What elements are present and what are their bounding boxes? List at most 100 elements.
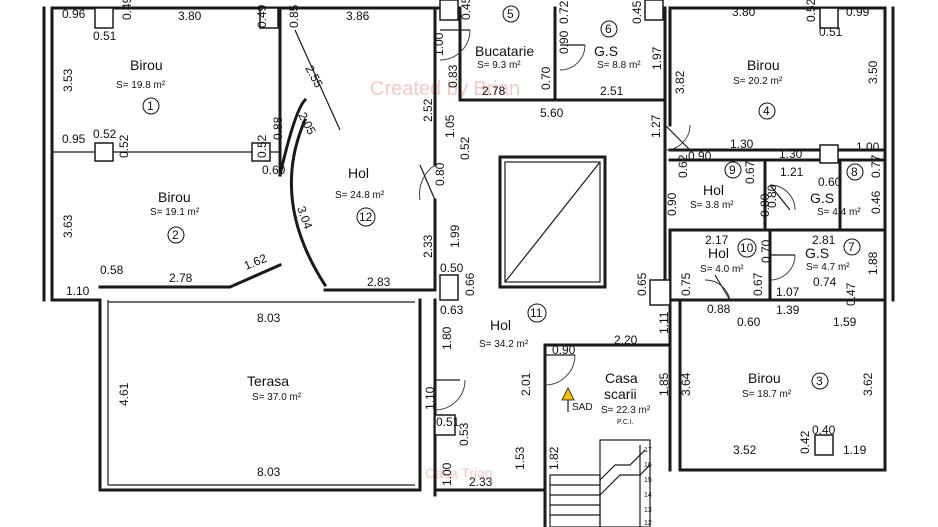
dimension-label: 0.51 xyxy=(436,415,460,429)
room-number: 7 xyxy=(848,240,855,254)
room-area: S= 3.8 m² xyxy=(690,200,734,211)
dimension-label: 1.53 xyxy=(513,446,527,470)
dimension-label: 3.82 xyxy=(673,70,687,94)
dimension-label: 1.97 xyxy=(650,46,664,70)
dimension-label: 3.80 xyxy=(178,9,202,23)
dimension-label: 0.99 xyxy=(846,5,870,19)
dimension-label: 1.82 xyxy=(547,446,561,470)
pillars xyxy=(94,0,839,456)
room-area: S= 22.3 m² xyxy=(601,405,651,416)
dimension-label: 0.80 xyxy=(433,162,447,186)
dimension-label: 1.05 xyxy=(443,114,457,138)
room-area: S= 34.2 m² xyxy=(479,339,529,350)
room-number: 9 xyxy=(729,163,736,177)
dimension-label: 2.52 xyxy=(421,98,435,122)
dimension-label: 2.81 xyxy=(812,233,836,247)
dimension-label: 3.64 xyxy=(679,372,693,396)
room-area: S= 4.0 m² xyxy=(700,264,744,275)
dimension-label: 0.74 xyxy=(813,275,837,289)
room-number: 10 xyxy=(740,241,754,255)
dimension-label: 0.95 xyxy=(62,132,86,146)
stair-step-number: 16 xyxy=(644,462,652,469)
dimension-label: 0.88 xyxy=(707,302,731,316)
dimension-label: 0.80 xyxy=(765,184,779,208)
room-name: scarii xyxy=(604,386,637,402)
room-number: 5 xyxy=(507,7,514,21)
dimension-label: 0.45 xyxy=(459,0,473,20)
dimension-label: 0.60 xyxy=(262,163,286,177)
room-name: Hol xyxy=(348,165,369,181)
dimensions: 0.96 0.49 3.80 0.49 0.85 3.86 0.45 0.72 … xyxy=(61,0,883,489)
dimension-label: 0.46 xyxy=(869,190,883,214)
dimension-label: 0.70 xyxy=(759,239,773,263)
room-area: S= 4.7 m² xyxy=(806,262,850,273)
dimension-label: 0.40 xyxy=(812,423,836,437)
stair-step-number: 12 xyxy=(644,520,652,527)
dimension-label: 3.52 xyxy=(733,443,757,457)
room-name: G.S xyxy=(594,43,618,59)
walls xyxy=(42,6,895,527)
dimension-label: 3.53 xyxy=(61,68,75,92)
dimension-label: 1.39 xyxy=(776,303,800,317)
room-name: Terasa xyxy=(247,373,289,389)
dimension-label: 0.75 xyxy=(679,272,693,296)
dimension-label: 2.01 xyxy=(519,372,533,396)
dimension-label: 1.88 xyxy=(866,251,880,275)
dimension-label: 0.51 xyxy=(819,25,843,39)
dimension-label: 0.52 xyxy=(804,0,818,22)
dimension-label: 1.00 xyxy=(856,140,880,154)
dimension-label: 2.20 xyxy=(614,333,638,347)
light-well xyxy=(498,155,607,289)
dimension-label: 0.63 xyxy=(440,303,464,317)
dimension-label: 3.62 xyxy=(861,372,875,396)
dimension-label: 0.67 xyxy=(751,272,765,296)
room-area: S= 8.8 m² xyxy=(597,60,641,71)
dimension-label: 2.33 xyxy=(421,234,435,258)
dimension-label: 5.60 xyxy=(540,106,564,120)
dimension-label: 0.90 xyxy=(688,149,712,163)
dimension-label: 3.80 xyxy=(732,5,756,19)
room-name: Birou xyxy=(158,189,191,205)
watermark-text: Created by Brian xyxy=(370,78,520,100)
room-name: Bucatarie xyxy=(475,43,534,59)
watermark-text: Casa Trian xyxy=(425,465,493,481)
doors xyxy=(294,29,796,411)
room-area: S= 37.0 m² xyxy=(252,392,302,403)
dimension-label: 0.90 xyxy=(552,343,576,357)
room-area: S= 18.7 m² xyxy=(742,389,792,400)
dimension-label: 0.52 xyxy=(458,136,472,160)
stair-step-number: 14 xyxy=(644,492,652,499)
room-area: S= 4.4 m² xyxy=(817,207,861,218)
room-number: 1 xyxy=(147,99,154,113)
dimension-label: 1.59 xyxy=(833,315,857,329)
room-number: 6 xyxy=(605,22,612,36)
room-name: Birou xyxy=(748,370,781,386)
dimension-label: 0.85 xyxy=(287,4,301,28)
dimension-label: 0.60 xyxy=(818,175,842,189)
room-name: Birou xyxy=(130,57,163,73)
sad-label: SAD xyxy=(572,402,593,413)
dimension-label: 0.62 xyxy=(676,154,690,178)
dimension-label: 1.00 xyxy=(440,462,454,486)
dimension-label: 2.83 xyxy=(367,275,391,289)
dimension-label: 1.99 xyxy=(448,224,462,248)
room-area: S= 19.1 m² xyxy=(150,207,200,218)
dimension-label: 0.47 xyxy=(844,282,858,306)
room-area: S= 9.3 m² xyxy=(477,60,521,71)
dimension-label: 1.10 xyxy=(423,386,437,410)
dimension-label: 2.17 xyxy=(705,233,729,247)
dimension-label: 1.80 xyxy=(440,326,454,350)
room-name: Birou xyxy=(747,57,780,73)
dimension-label: 0.49 xyxy=(255,4,269,28)
dimension-label: 2.55 xyxy=(302,63,325,90)
dimension-label: 0.66 xyxy=(463,272,477,296)
dimension-label: 0.53 xyxy=(457,422,471,446)
dimension-label: 2.33 xyxy=(469,475,493,489)
dimension-label: 2.78 xyxy=(169,271,193,285)
room-area: S= 24.8 m² xyxy=(335,190,385,201)
room-name: G.S xyxy=(805,245,829,261)
dimension-label: 1.27 xyxy=(649,114,663,138)
dimension-label: 0.70 xyxy=(539,66,553,90)
dimension-label: 0.50 xyxy=(440,261,464,275)
